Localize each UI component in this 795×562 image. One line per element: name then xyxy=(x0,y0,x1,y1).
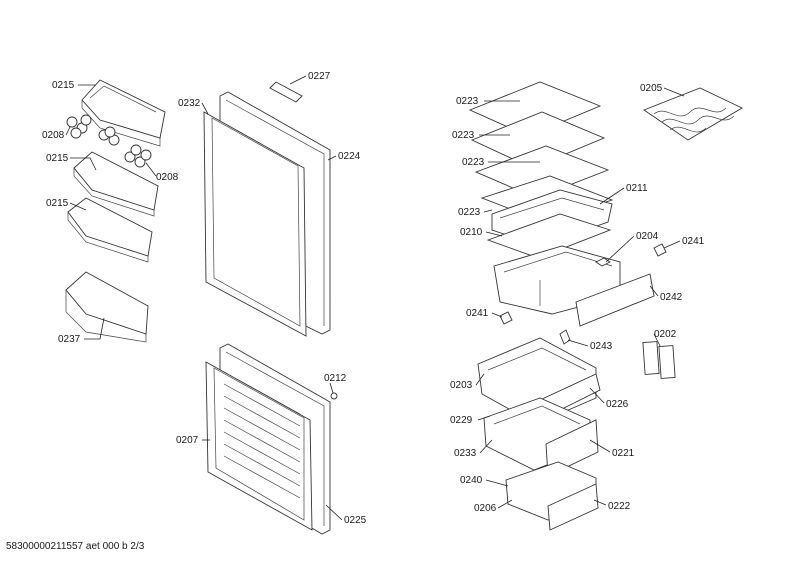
egg-tray-0208-a xyxy=(66,114,120,146)
callout-0208: 0208 xyxy=(156,172,179,183)
callout-0222: 0222 xyxy=(608,501,631,512)
callout-0210: 0210 xyxy=(460,227,483,238)
callout-0241: 0241 xyxy=(682,236,705,247)
callout-0229: 0229 xyxy=(450,415,473,426)
callout-0207: 0207 xyxy=(176,435,199,446)
callout-0226: 0226 xyxy=(606,399,629,410)
callout-0206: 0206 xyxy=(474,503,497,514)
callout-labels: 0215 0208 0215 0208 0215 0237 0232 0227 … xyxy=(42,71,705,526)
door-shelf-0215-top xyxy=(81,79,166,147)
clip-0204 xyxy=(595,257,611,267)
callout-0205: 0205 xyxy=(640,83,663,94)
callout-0242: 0242 xyxy=(660,292,683,303)
callout-0215: 0215 xyxy=(46,198,69,209)
callout-0215: 0215 xyxy=(46,153,69,164)
callout-0233: 0233 xyxy=(454,448,477,459)
front-panel-0242 xyxy=(575,273,655,327)
callout-0208: 0208 xyxy=(42,130,65,141)
door-liner-pattern xyxy=(223,371,301,499)
hinge-pin-0212 xyxy=(330,392,338,400)
callout-0223: 0223 xyxy=(456,96,479,107)
callout-0223: 0223 xyxy=(462,157,485,168)
callout-0243: 0243 xyxy=(590,341,613,352)
callout-0221: 0221 xyxy=(612,448,635,459)
callout-0237: 0237 xyxy=(58,334,81,345)
handle-cover-0227 xyxy=(269,81,303,103)
callout-0215: 0215 xyxy=(52,80,75,91)
callout-0212: 0212 xyxy=(324,373,347,384)
bracket-0243 xyxy=(559,329,571,345)
door-shelf-0215-lower xyxy=(67,197,153,263)
callout-0211: 0211 xyxy=(626,183,648,194)
door-gasket-0232 xyxy=(203,111,307,337)
callout-0225: 0225 xyxy=(344,515,367,526)
callout-0204: 0204 xyxy=(636,231,659,242)
clip-0241-left xyxy=(499,311,513,325)
bottle-rack-0205 xyxy=(643,87,743,141)
callout-0240: 0240 xyxy=(460,475,483,486)
callout-0203: 0203 xyxy=(450,380,473,391)
door-shelf-0237 xyxy=(65,271,149,343)
leader-lines xyxy=(65,75,685,521)
callout-0202: 0202 xyxy=(654,329,677,340)
callout-0241: 0241 xyxy=(466,308,489,319)
callout-0223: 0223 xyxy=(452,130,475,141)
cold-packs-0202 xyxy=(642,341,676,379)
callout-0224: 0224 xyxy=(338,151,361,162)
door-shelf-0215-middle xyxy=(73,151,159,217)
egg-tray-0208-b xyxy=(124,144,152,168)
callout-0232: 0232 xyxy=(178,98,201,109)
document-number: 58300000211557 aet 000 b 2/3 xyxy=(6,541,145,552)
clip-0241-right xyxy=(653,243,667,257)
callout-0227: 0227 xyxy=(308,71,331,82)
drawer-front-0222 xyxy=(547,483,599,531)
glass-cover-0210 xyxy=(486,213,612,259)
callout-0223: 0223 xyxy=(458,207,481,218)
